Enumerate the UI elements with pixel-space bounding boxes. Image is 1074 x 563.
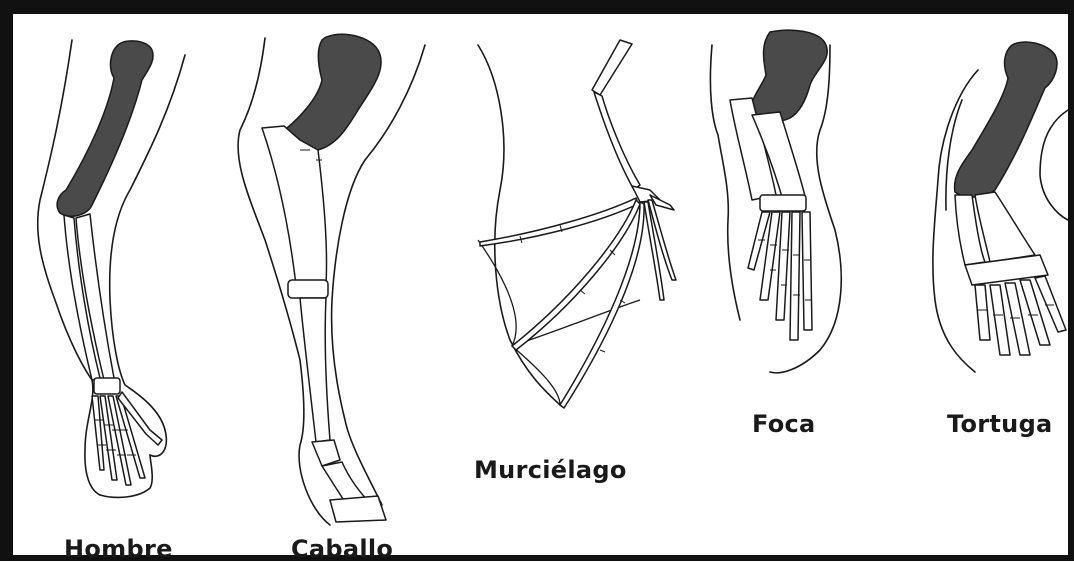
label-murcielago: Murciélago (474, 456, 627, 484)
seal-flipper-illustration (710, 30, 841, 373)
label-tortuga: Tortuga (947, 410, 1053, 438)
bat-wing-illustration (478, 40, 676, 408)
label-hombre: Hombre (64, 535, 173, 563)
turtle-flipper-illustration (933, 42, 1068, 372)
label-foca: Foca (752, 410, 816, 438)
human-arm-illustration (38, 40, 185, 497)
label-caballo: Caballo (291, 535, 393, 563)
horse-leg-illustration (238, 34, 425, 525)
